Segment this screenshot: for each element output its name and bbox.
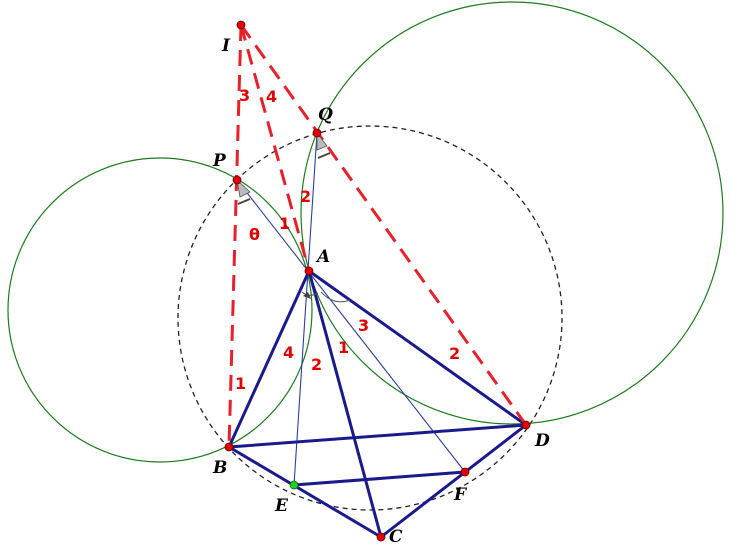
num-3-AD: 3 bbox=[358, 316, 369, 335]
segment-A-D bbox=[307, 269, 528, 427]
angle-arc-A-small bbox=[320, 291, 351, 303]
point-D bbox=[521, 420, 531, 430]
num-2-AE: 2 bbox=[311, 355, 322, 374]
circumcircle-dashed bbox=[177, 125, 563, 511]
dashed-I-D bbox=[239, 24, 528, 426]
label-D: D bbox=[534, 431, 550, 451]
point-B bbox=[224, 442, 234, 452]
num-4-IA: 4 bbox=[266, 87, 277, 106]
label-P: P bbox=[212, 151, 227, 171]
point-Q bbox=[312, 128, 322, 138]
num-2-QD: 2 bbox=[449, 344, 460, 363]
dashed-red-lines bbox=[227, 24, 528, 448]
label-C: C bbox=[389, 527, 403, 547]
point-P bbox=[232, 175, 242, 185]
segment-B-D bbox=[227, 423, 528, 449]
point-C bbox=[376, 532, 386, 542]
dashed-I-A bbox=[239, 24, 311, 272]
line-P-F bbox=[236, 179, 466, 473]
point-I bbox=[236, 20, 246, 30]
angle-marker-P bbox=[236, 178, 251, 198]
angle-arrow-P bbox=[237, 198, 251, 205]
point-E bbox=[289, 480, 299, 490]
dashed-I-B bbox=[227, 24, 243, 448]
segment-A-C bbox=[307, 269, 383, 539]
angle-marker-Q bbox=[316, 131, 328, 151]
theta-PA: θ bbox=[249, 225, 260, 244]
num-1-PA: 1 bbox=[279, 214, 290, 233]
segment-A-B bbox=[227, 269, 311, 449]
label-I: I bbox=[221, 36, 231, 56]
num-1-PB: 1 bbox=[235, 374, 246, 393]
label-A: A bbox=[315, 247, 330, 267]
angle-markers bbox=[236, 131, 351, 303]
point-A bbox=[304, 266, 314, 276]
segment-E-F bbox=[292, 470, 467, 487]
points bbox=[224, 20, 531, 542]
green-circle-left bbox=[7, 157, 313, 463]
angle-marker-A bbox=[301, 291, 319, 296]
green-circle-right bbox=[300, 1, 724, 425]
label-Q: Q bbox=[318, 105, 333, 125]
angle-arrow-Q bbox=[317, 152, 331, 159]
num-1-AF: 1 bbox=[338, 338, 349, 357]
num-2-AQ: 2 bbox=[300, 187, 311, 206]
angle-arrow-A bbox=[303, 292, 311, 299]
segment-B-C bbox=[227, 445, 383, 539]
segment-C-D bbox=[379, 423, 528, 539]
label-F: F bbox=[453, 485, 468, 505]
point-F bbox=[460, 467, 470, 477]
num-3-IP: 3 bbox=[239, 86, 250, 105]
num-4-AB: 4 bbox=[283, 343, 294, 362]
label-E: E bbox=[274, 496, 289, 516]
label-B: B bbox=[212, 458, 227, 478]
quadrilateral-lines bbox=[227, 269, 528, 539]
line-Q-E bbox=[293, 132, 318, 486]
